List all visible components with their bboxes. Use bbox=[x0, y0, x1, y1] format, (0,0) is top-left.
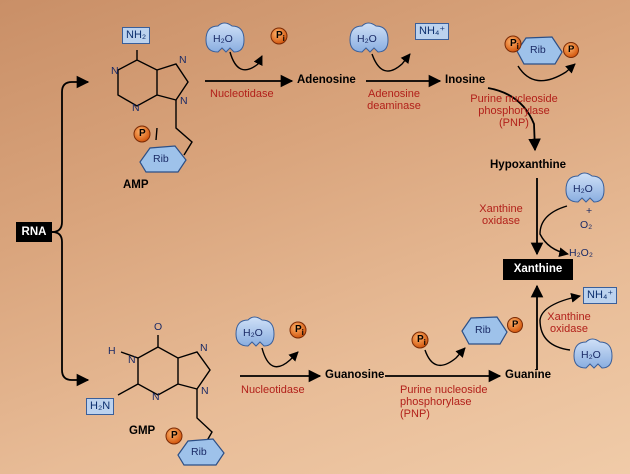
amp-label: AMP bbox=[123, 179, 149, 191]
nucleotidase-top: Nucleotidase bbox=[210, 88, 274, 100]
gmp-atom-n1: N bbox=[128, 354, 136, 366]
guanine-label: Guanine bbox=[505, 369, 552, 381]
h2o-label-4: H₂O bbox=[243, 327, 263, 339]
rib-p-label-top: P bbox=[568, 44, 575, 55]
xanthine-label: Xanthine bbox=[503, 259, 573, 280]
rib-p-circle-top bbox=[563, 42, 579, 58]
xanthine-oxidase-top: Xanthine oxidase bbox=[479, 203, 523, 227]
gmp-label: GMP bbox=[129, 425, 156, 437]
rib-p-label-bottom: P bbox=[512, 319, 519, 330]
gmp-ribose bbox=[177, 438, 225, 466]
o2-label: O₂ bbox=[580, 219, 593, 231]
water-blob-1 bbox=[205, 22, 245, 53]
water-blob-4 bbox=[235, 316, 275, 347]
pnp-bottom-rib-label: Rib bbox=[475, 324, 491, 336]
amp-p-circle bbox=[133, 125, 151, 143]
amp-atom-labels: N N N N bbox=[111, 54, 188, 114]
gmp-atom-n9: N bbox=[201, 385, 209, 397]
xanthine-oxidase-bottom: Xanthine oxidase bbox=[547, 311, 591, 335]
water-blob-2 bbox=[349, 22, 389, 53]
h2o-label-5: H₂O bbox=[581, 349, 601, 361]
rib-p-circle-bottom bbox=[507, 317, 523, 333]
gmp-structure bbox=[117, 335, 213, 447]
pi-label-1: Pi bbox=[276, 30, 285, 43]
phosphate-circles bbox=[133, 27, 579, 445]
pnp-top-ribose bbox=[516, 36, 563, 65]
adenosine-deaminase: Adenosine deaminase bbox=[367, 88, 421, 112]
pi-circle-3 bbox=[289, 321, 307, 339]
gmp-h2n-box: H₂N bbox=[86, 398, 115, 415]
pi-label-3: Pi bbox=[295, 324, 304, 337]
adenosine-label: Adenosine bbox=[297, 74, 356, 86]
guanosine-label: Guanosine bbox=[325, 369, 385, 381]
gmp-p-label: P bbox=[171, 430, 178, 441]
pnp-top-rib-label: Rib bbox=[530, 44, 546, 56]
rna-label: RNA bbox=[16, 222, 52, 242]
amp-rib-label: Rib bbox=[153, 153, 169, 165]
pnp-top: Purine nucleoside phosphorylase (PNP) bbox=[470, 93, 558, 129]
nh4-box-bottom: NH₄⁺ bbox=[583, 287, 618, 304]
gmp-rib-label: Rib bbox=[191, 446, 207, 458]
gmp-atom-n3: N bbox=[152, 391, 160, 403]
pi-circle-4 bbox=[411, 331, 429, 349]
ribose-shapes bbox=[139, 36, 563, 466]
amp-atom-n9: N bbox=[180, 95, 188, 107]
pnp-bottom: Purine nucleoside phosphorylase (PNP) bbox=[400, 384, 488, 420]
gmp-p-circle bbox=[165, 427, 183, 445]
gmp-atom-labels: N N N N bbox=[128, 342, 209, 403]
reaction-arrows bbox=[205, 74, 544, 383]
amp-atom-n1: N bbox=[111, 65, 119, 77]
nh4-box-top: NH₄⁺ bbox=[415, 23, 450, 40]
side-arrows bbox=[229, 51, 581, 368]
gmp-o-label: O bbox=[154, 321, 163, 333]
amp-p-label: P bbox=[139, 128, 146, 139]
inosine-label: Inosine bbox=[445, 74, 486, 86]
water-blob-3 bbox=[565, 172, 605, 203]
water-blobs bbox=[205, 22, 613, 369]
gmp-h-label: H bbox=[108, 345, 116, 357]
pnp-bottom-ribose bbox=[461, 316, 508, 345]
amp-structure bbox=[117, 50, 193, 156]
h2o-label-2: H₂O bbox=[357, 33, 377, 45]
h2o-label-1: H₂O bbox=[213, 33, 233, 45]
h2o2-label: H₂O₂ bbox=[569, 247, 593, 259]
rna-branch-arrows bbox=[51, 75, 90, 387]
hypoxanthine-label: Hypoxanthine bbox=[490, 159, 567, 171]
amp-ribose bbox=[139, 145, 187, 173]
water-blob-5 bbox=[573, 338, 613, 369]
amp-atom-n7: N bbox=[179, 54, 187, 66]
gmp-atom-n7: N bbox=[200, 342, 208, 354]
pi-circle-1 bbox=[270, 27, 288, 45]
nucleotidase-bottom: Nucleotidase bbox=[241, 384, 305, 396]
h2o-label-3: H₂O bbox=[573, 183, 593, 195]
pi-label-2: Pi bbox=[510, 38, 519, 51]
pi-circle-2 bbox=[504, 35, 522, 53]
amp-nh2-box: NH₂ bbox=[122, 27, 151, 44]
plus-label: + bbox=[586, 205, 593, 217]
pi-label-4: Pi bbox=[417, 334, 426, 347]
amp-atom-n3: N bbox=[132, 102, 140, 114]
